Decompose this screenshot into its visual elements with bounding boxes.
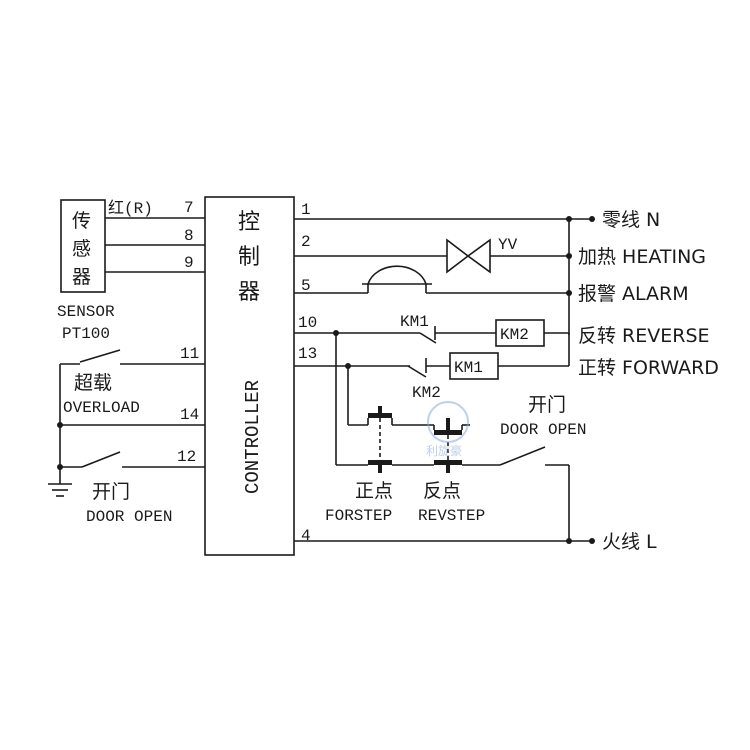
- junction-branch-10: [333, 330, 339, 336]
- output-heating-label: 加热 HEATING: [578, 246, 706, 268]
- sensor-wire-red-label: 红(R): [108, 199, 153, 218]
- door-right-en-label: DOOR OPEN: [500, 421, 586, 439]
- controller-block: 控 制 器 CONTROLLER: [204, 196, 295, 556]
- door-right-cn-label: 开门: [528, 394, 566, 416]
- forstep-lower-contact: [368, 460, 392, 465]
- sensor-char-2: 感: [72, 238, 91, 260]
- junction-live-bus: [566, 538, 572, 544]
- km1-coil-label: KM1: [454, 359, 483, 377]
- terminal-4: 4: [301, 527, 311, 545]
- km2-contact-label: KM2: [412, 384, 441, 402]
- revstep-upper-contact: [434, 430, 462, 435]
- overload-en-label: OVERLOAD: [63, 399, 140, 417]
- output-live-label: 火线 L: [602, 531, 657, 553]
- terminal-12: 12: [177, 448, 196, 466]
- forstep-en-label: FORSTEP: [325, 507, 392, 525]
- controller-box: [204, 196, 295, 556]
- door-left-cn-label: 开门: [92, 481, 130, 503]
- junction-left-14: [57, 422, 63, 428]
- terminal-8: 8: [184, 227, 194, 245]
- door-left-en-label: DOOR OPEN: [86, 508, 172, 526]
- km1-contact-label: KM1: [400, 313, 429, 331]
- terminal-2: 2: [301, 233, 311, 251]
- revstep-upper-plunger: [446, 418, 450, 430]
- output-neutral-label: 零线 N: [602, 209, 660, 231]
- km2-coil-label: KM2: [500, 326, 529, 344]
- junction-branch-13: [345, 363, 351, 369]
- forstep-upper-plunger: [378, 406, 382, 418]
- controller-char-2: 制: [238, 245, 260, 270]
- sensor-char-1: 传: [72, 210, 91, 232]
- valve-yv-label: YV: [498, 236, 518, 254]
- terminal-9: 9: [184, 254, 194, 272]
- terminal-7: 7: [184, 199, 194, 217]
- terminal-14: 14: [180, 406, 199, 424]
- terminal-11: 11: [180, 345, 199, 363]
- terminal-13: 13: [298, 345, 317, 363]
- controller-char-3: 器: [238, 280, 260, 305]
- km2-contact-blade: [407, 365, 427, 378]
- output-forward-label: 正转 FORWARD: [578, 357, 719, 379]
- neutral-terminal-dot: [589, 216, 595, 222]
- overload-cn-label: 超载: [74, 372, 112, 394]
- sensor-label-line2: PT100: [62, 325, 110, 343]
- terminal-1: 1: [301, 201, 311, 219]
- watermark-text: 利旋豪: [426, 443, 462, 458]
- sensor-label-line1: SENSOR: [57, 303, 115, 321]
- alarm-bell-icon: [362, 265, 432, 285]
- output-reverse-label: 反转 REVERSE: [578, 325, 710, 347]
- door-switch-blade: [81, 451, 121, 468]
- km1-contact-blade: [419, 332, 437, 344]
- revstep-en-label: REVSTEP: [418, 507, 485, 525]
- valve-yv-icon: [446, 238, 491, 274]
- terminal-5: 5: [301, 277, 311, 295]
- sensor-block: 传 感 器 SENSOR PT100 红(R): [57, 199, 153, 343]
- overload-switch-blade: [79, 349, 121, 363]
- live-terminal-dot: [589, 538, 595, 544]
- revstep-lower-plunger: [446, 465, 450, 473]
- revstep-cn-label: 反点: [423, 480, 461, 502]
- revstep-lower-contact: [434, 460, 462, 465]
- sensor-box: [60, 199, 106, 293]
- forstep-lower-plunger: [378, 465, 382, 473]
- controller-char-1: 控: [238, 210, 260, 235]
- forstep-cn-label: 正点: [355, 480, 393, 502]
- controller-label: CONTROLLER: [242, 380, 264, 494]
- watermark-logo: 利旋豪: [426, 401, 469, 458]
- terminal-10: 10: [298, 314, 317, 332]
- output-alarm-label: 报警 ALARM: [578, 283, 689, 305]
- door-right-switch-blade: [499, 446, 546, 466]
- sensor-char-3: 器: [72, 266, 91, 288]
- ground-icon: [48, 483, 72, 497]
